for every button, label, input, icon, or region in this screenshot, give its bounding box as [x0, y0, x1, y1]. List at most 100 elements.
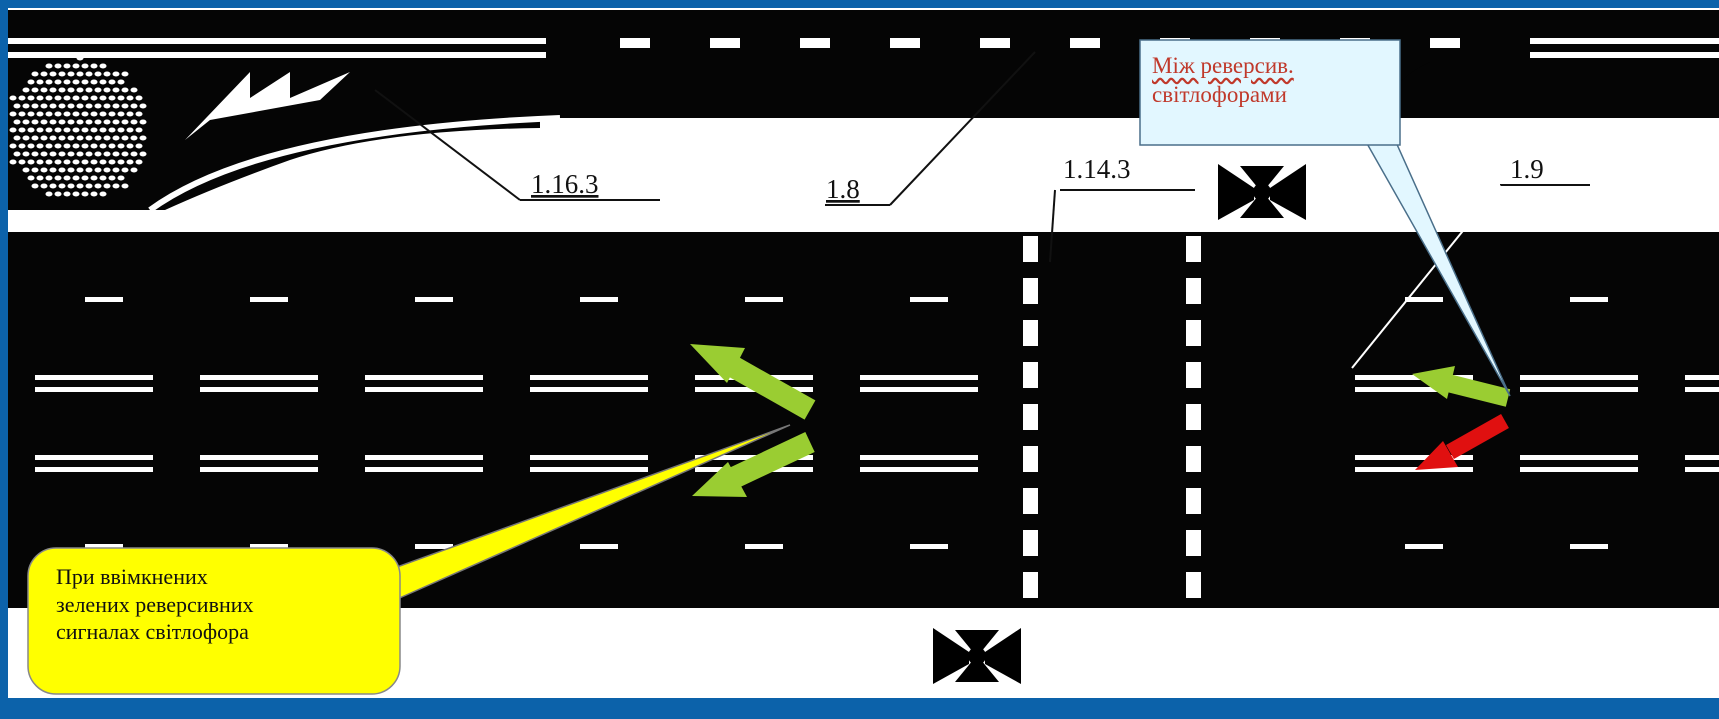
texture-dot — [85, 135, 93, 141]
texture-dot — [90, 63, 98, 69]
texture-dot — [63, 111, 71, 117]
texture-dot — [13, 119, 21, 125]
texture-dot — [63, 79, 71, 85]
double-line-dash — [365, 387, 483, 392]
texture-dot — [67, 135, 75, 141]
texture-dot — [135, 159, 143, 165]
texture-dot — [63, 127, 71, 133]
texture-dot — [99, 175, 107, 181]
texture-dot — [72, 63, 80, 69]
texture-dot — [49, 167, 57, 173]
texture-dot — [22, 135, 30, 141]
texture-dot — [108, 175, 116, 181]
texture-dot — [94, 183, 102, 189]
lane-dash — [1405, 544, 1443, 549]
texture-dot — [67, 71, 75, 77]
texture-dot — [27, 95, 35, 101]
callout-top-line-1: Між реверсив. — [1152, 53, 1294, 78]
texture-dot — [121, 119, 129, 125]
texture-dot — [27, 79, 35, 85]
texture-dot — [40, 151, 48, 157]
callout-bottom-line-3: сигналах світлофора — [56, 619, 249, 644]
texture-dot — [31, 87, 39, 93]
texture-dot — [63, 175, 71, 181]
texture-dot — [27, 159, 35, 165]
crosswalk-dash — [1186, 278, 1201, 304]
texture-dot — [31, 183, 39, 189]
double-line-dash — [530, 375, 648, 380]
texture-dot — [58, 71, 66, 77]
double-line-dash — [1685, 387, 1719, 392]
texture-dot — [76, 167, 84, 173]
texture-dot — [103, 151, 111, 157]
texture-dot — [36, 175, 44, 181]
texture-dot — [72, 159, 80, 165]
double-line-dash — [860, 387, 978, 392]
solid-line-top-right-2 — [1530, 52, 1719, 58]
lane-dash — [1570, 544, 1608, 549]
label-leaders — [374, 51, 1590, 369]
broken-line-dash — [800, 38, 830, 48]
solid-line-top-left — [8, 38, 546, 44]
texture-dot — [108, 111, 116, 117]
merge-curve-line — [148, 115, 561, 213]
texture-dot — [112, 87, 120, 93]
double-line-dash — [1520, 467, 1638, 472]
texture-dot — [31, 151, 39, 157]
texture-dot — [90, 79, 98, 85]
lane-dash — [85, 297, 123, 302]
texture-dot — [99, 111, 107, 117]
double-line-dash — [35, 467, 153, 472]
texture-dot — [81, 79, 89, 85]
texture-dot — [40, 135, 48, 141]
texture-dot — [94, 87, 102, 93]
texture-dot — [94, 103, 102, 109]
texture-dot — [112, 151, 120, 157]
double-line-dash — [1520, 387, 1638, 392]
texture-dot — [121, 183, 129, 189]
lane-dash — [1405, 297, 1443, 302]
broken-line-dash — [980, 38, 1010, 48]
double-line-dash — [1685, 467, 1719, 472]
solid-line-top-right — [1530, 38, 1719, 44]
texture-dot — [81, 111, 89, 117]
top-right-ramp — [1380, 62, 1719, 118]
texture-dot — [130, 167, 138, 173]
texture-dot — [13, 103, 21, 109]
crosswalk-dash — [1186, 362, 1201, 388]
texture-dot — [94, 167, 102, 173]
chevron-marking-1-16-3 — [185, 72, 350, 140]
texture-dot — [49, 183, 57, 189]
lane-dash — [250, 297, 288, 302]
main-roadway — [8, 210, 1719, 608]
texture-dot — [45, 95, 53, 101]
texture-dot — [54, 63, 62, 69]
lane-dash — [250, 544, 288, 549]
texture-dot — [18, 143, 26, 149]
crosswalk-dash — [1186, 572, 1201, 598]
texture-dot — [112, 119, 120, 125]
top-roadway — [8, 10, 1719, 213]
texture-dot — [54, 191, 62, 197]
texture-dot — [72, 175, 80, 181]
texture-dot — [72, 79, 80, 85]
texture-dot — [45, 63, 53, 69]
texture-dot — [94, 119, 102, 125]
crosswalk-dash — [1023, 446, 1038, 472]
lane-dash — [415, 297, 453, 302]
texture-dot — [85, 151, 93, 157]
texture-dot — [18, 95, 26, 101]
texture-dot — [72, 95, 80, 101]
texture-dot — [49, 103, 57, 109]
texture-dot — [130, 87, 138, 93]
texture-dot — [54, 175, 62, 181]
texture-dot — [81, 191, 89, 197]
texture-dot — [27, 175, 35, 181]
crosswalk-dash — [1023, 488, 1038, 514]
texture-dot — [67, 119, 75, 125]
texture-dot — [63, 63, 71, 69]
texture-dot — [90, 175, 98, 181]
texture-dot — [108, 95, 116, 101]
double-line-dash — [35, 375, 153, 380]
